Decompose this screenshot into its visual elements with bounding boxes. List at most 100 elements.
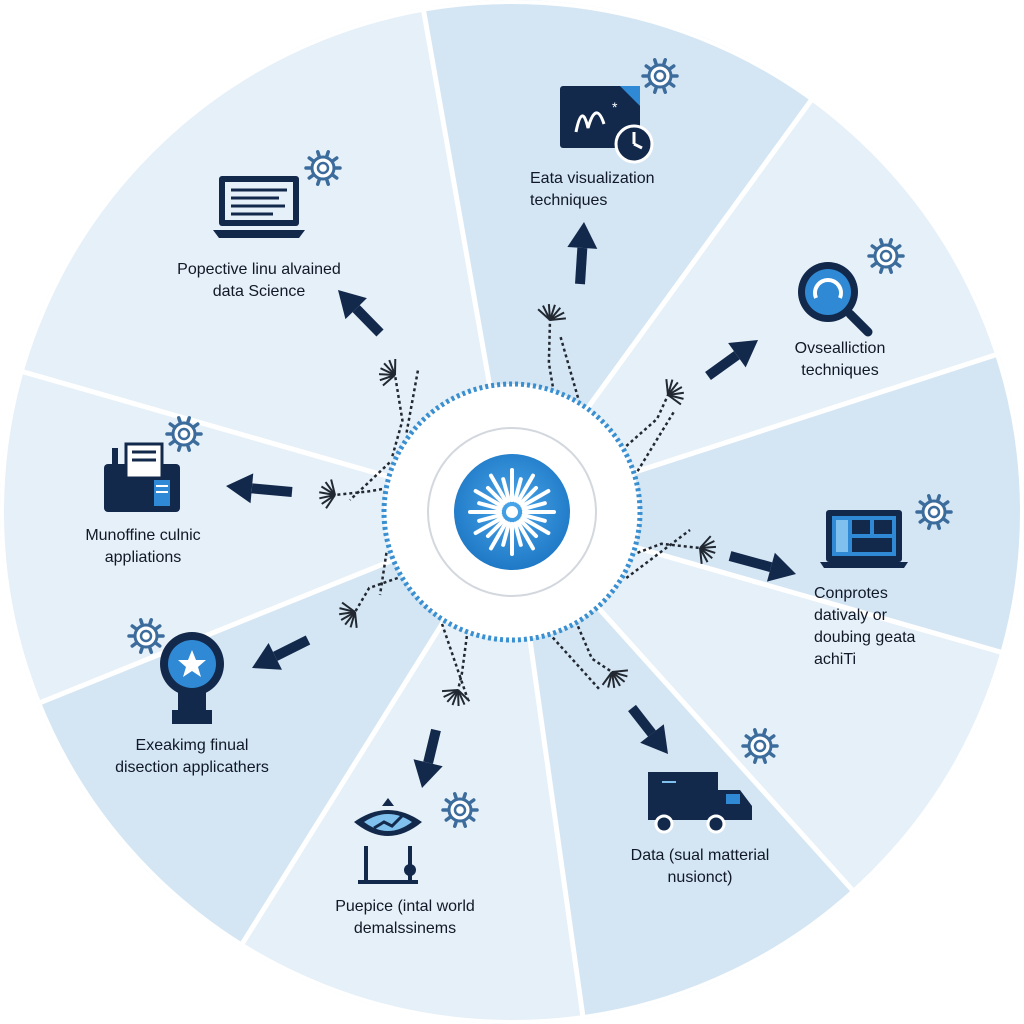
wedge [512, 353, 1024, 654]
segment-label-clinic: Munoffine culnic appliations [48, 525, 238, 569]
burst-center [506, 506, 518, 518]
burst-ray [516, 520, 535, 551]
connector-line [558, 334, 580, 399]
segment-label-ovsealliction: Ovsealliction techniques [740, 338, 940, 382]
connector-burst [601, 671, 613, 686]
label-line: appliations [104, 549, 182, 566]
label-line: Ovsealliction [794, 340, 886, 357]
gear-hole [879, 249, 893, 263]
burst-ray [485, 485, 506, 506]
magnifier-icon [798, 262, 873, 337]
connector-burst [441, 689, 459, 693]
gear-hole [177, 427, 191, 441]
label-line: Conprotes [814, 585, 888, 602]
connector-line [405, 369, 420, 433]
arrow-head [640, 724, 668, 754]
connector-burst [330, 479, 336, 496]
burst-ray [520, 516, 551, 535]
wedge [423, 0, 813, 512]
label-line: Data (sual matterial [630, 847, 770, 864]
label-line: dativaly or [814, 607, 887, 624]
arrow-shaft [705, 351, 740, 381]
arrow-head [226, 473, 254, 504]
burst-ray [477, 501, 503, 511]
wedge [37, 512, 513, 947]
chart-document-icon: * [560, 86, 654, 164]
label-line: techniques [801, 362, 879, 379]
segment-label-finual: Exeakimg finual disection applicathers [72, 735, 312, 779]
label-line: Eata visualization [530, 170, 655, 187]
segment-label-visualization: Eata visualization techniques [530, 168, 730, 212]
gear-hole [927, 505, 941, 519]
arrow-head [338, 290, 367, 320]
wedge [512, 512, 855, 1020]
label-line: data Science [212, 283, 306, 300]
connector-line [440, 623, 470, 701]
laptop-icon [213, 176, 305, 238]
gear-layer [127, 58, 953, 828]
burst-ray [521, 501, 547, 511]
arrow-head [728, 340, 758, 368]
burst-ray [513, 521, 523, 547]
sparkle-burst-icon [468, 468, 556, 556]
arrow-shaft [423, 728, 441, 764]
connector-line [353, 576, 399, 613]
label-line: Munoffine culnic [85, 527, 201, 544]
arrow-head [567, 222, 598, 249]
burst-ray [489, 473, 508, 504]
wedge-divider [19, 368, 398, 482]
burst-ray [501, 521, 511, 547]
arrow-shaft [352, 305, 384, 337]
gear-icon [915, 494, 953, 530]
gear-body [171, 421, 197, 447]
connector-line [334, 487, 383, 497]
wedge [240, 512, 584, 1024]
burst-ray [521, 513, 547, 523]
burst-ray [501, 477, 511, 503]
segment-label-conprotes: Conprotes dativaly or doubing geata achi… [814, 583, 974, 671]
label-line: nusionct) [667, 869, 733, 886]
gear-hole [453, 803, 467, 817]
satellite-dish-icon [354, 798, 422, 884]
wedge [512, 97, 999, 513]
connector-line [625, 394, 670, 447]
connector-line [391, 374, 404, 457]
gear-hole [316, 161, 330, 175]
wedge-divider [626, 542, 1005, 656]
label-line: demalssinems [353, 920, 457, 937]
connector-line [456, 635, 469, 691]
burst-ray [473, 489, 504, 508]
burst-ray [477, 513, 503, 523]
wedge [19, 7, 512, 512]
connector-layer [319, 303, 717, 707]
burst-ray [513, 477, 523, 503]
wedge-divider [36, 554, 402, 707]
label-line: Popective linu alvained [177, 261, 341, 278]
monitor-dashboard-icon [820, 510, 908, 568]
wedge-divider [420, 7, 494, 395]
burst-ray [518, 518, 539, 539]
connector-burst [549, 317, 567, 321]
gear-body [133, 623, 159, 649]
gear-icon [127, 618, 165, 654]
lightbulb-star-icon [160, 632, 224, 724]
gear-icon [165, 416, 203, 452]
document-stack-icon [104, 442, 180, 512]
connector-line [625, 529, 691, 579]
segment-label-predictive: Popective linu alvained data Science [139, 259, 379, 303]
gear-body [447, 797, 473, 823]
wedge-divider [580, 96, 815, 417]
gear-body [921, 499, 947, 525]
connector-line [378, 552, 388, 596]
gear-body [310, 155, 336, 181]
burst-ray [520, 489, 551, 508]
arrow-head [413, 759, 443, 788]
arrow-head [766, 552, 796, 582]
burst-ray [485, 518, 506, 539]
label-line: techniques [530, 192, 608, 209]
connector-burst [667, 394, 682, 406]
gear-hole [653, 69, 667, 83]
